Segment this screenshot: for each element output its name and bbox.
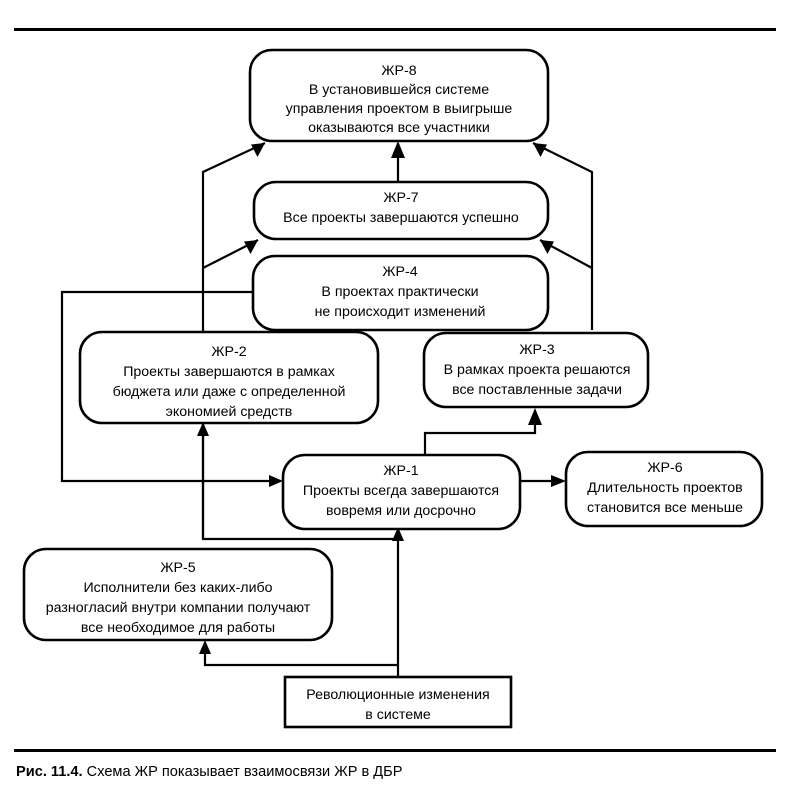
- node-root-change-shape: [283, 675, 513, 729]
- node-zhr-8-line-2: управления проектом в выигрыше: [286, 101, 513, 117]
- node-zhr-7-title: ЖР-7: [383, 190, 418, 206]
- node-zhr-5-line-1: Исполнители без каких-либо: [83, 580, 272, 596]
- node-zhr-3-line-2: все поставленные задачи: [452, 382, 622, 398]
- node-zhr-4-title: ЖР-4: [382, 264, 417, 280]
- node-zhr-1-line-2: вовремя или досрочно: [326, 503, 476, 519]
- node-zhr-7-shape: [252, 180, 550, 241]
- node-root-change[interactable]: Революционные изменения в системе: [283, 675, 513, 729]
- node-zhr-2[interactable]: ЖР-2 Проекты завершаются в рамках бюджет…: [78, 330, 380, 425]
- node-zhr-5[interactable]: ЖР-5 Исполнители без каких-либо разногла…: [22, 547, 334, 642]
- node-root-change-line-1: Революционные изменения: [306, 687, 490, 703]
- node-zhr-4-line-1: В проектах практически: [321, 284, 478, 300]
- node-zhr-2-title: ЖР-2: [211, 344, 246, 360]
- figure-caption-text: Схема ЖР показывает взаимосвязи ЖР в ДБР: [82, 764, 403, 780]
- conn-left-riser-to-zhr8: [201, 142, 266, 292]
- conn-zhr7-to-zhr8: [391, 141, 405, 182]
- diagram-canvas: ЖР-8 В установившейся системе управления…: [22, 48, 764, 729]
- bottom-rule: [14, 749, 776, 752]
- node-zhr-6-line-2: становится все меньше: [587, 500, 743, 516]
- node-zhr-5-title: ЖР-5: [160, 560, 195, 576]
- conn-zhr1-to-zhr3: [423, 408, 542, 455]
- node-zhr-8[interactable]: ЖР-8 В установившейся системе управления…: [248, 48, 550, 143]
- node-zhr-8-shape: [248, 48, 550, 143]
- conn-root-to-zhr1: [392, 527, 404, 677]
- node-zhr-8-line-1: В установившейся системе: [309, 82, 489, 98]
- node-zhr-1[interactable]: ЖР-1 Проекты всегда завершаются вовремя …: [281, 453, 522, 531]
- conn-zhr4-left-stub: [60, 290, 283, 487]
- node-zhr-2-line-1: Проекты завершаются в рамках: [123, 364, 335, 380]
- node-zhr-8-title: ЖР-8: [381, 63, 416, 79]
- figure-caption: Рис. 11.4. Схема ЖР показывает взаимосвя…: [16, 762, 403, 782]
- node-zhr-7-line-1: Все проекты завершаются успешно: [283, 210, 519, 226]
- node-zhr-3[interactable]: ЖР-3 В рамках проекта решаются все поста…: [422, 331, 650, 409]
- node-root-change-line-2: в системе: [365, 707, 431, 723]
- node-zhr-1-shape: [281, 453, 522, 531]
- node-zhr-1-title: ЖР-1: [383, 463, 418, 479]
- node-zhr-4-line-2: не происходит изменений: [315, 304, 486, 320]
- node-zhr-2-line-3: экономией средств: [166, 404, 293, 420]
- node-zhr-8-line-3: оказываются все участники: [308, 120, 490, 136]
- conn-right-riser-to-zhr8: [532, 142, 594, 330]
- figure-caption-label: Рис. 11.4.: [16, 764, 83, 780]
- conn-right-riser-to-zhr7: [539, 239, 593, 269]
- node-zhr-5-line-3: все необходимое для работы: [81, 620, 275, 636]
- node-zhr-3-line-1: В рамках проекта решаются: [444, 362, 631, 378]
- node-zhr-4[interactable]: ЖР-4 В проектах практически не происходи…: [251, 254, 550, 332]
- node-zhr-1-line-1: Проекты всегда завершаются: [303, 483, 499, 499]
- node-zhr-6-title: ЖР-6: [647, 460, 682, 476]
- node-zhr-5-shape: [22, 547, 334, 642]
- node-zhr-6-line-1: Длительность проектов: [587, 480, 742, 496]
- node-zhr-2-shape: [78, 330, 380, 425]
- node-zhr-4-shape: [251, 254, 550, 332]
- node-zhr-7[interactable]: ЖР-7 Все проекты завершаются успешно: [252, 180, 550, 241]
- conn-root-to-zhr5: [199, 640, 398, 667]
- top-rule: [14, 28, 776, 31]
- node-zhr-5-line-2: разногласий внутри компании получают: [46, 600, 311, 616]
- node-zhr-3-title: ЖР-3: [519, 342, 554, 358]
- node-zhr-2-line-2: бюджета или даже с определенной: [113, 384, 346, 400]
- conn-left-riser-to-zhr7: [202, 239, 259, 269]
- node-zhr-6[interactable]: ЖР-6 Длительность проектов становится вс…: [564, 450, 764, 528]
- node-zhr-6-shape: [564, 450, 764, 528]
- conn-zhr1-to-zhr6: [520, 475, 566, 487]
- node-zhr-3-shape: [422, 331, 650, 409]
